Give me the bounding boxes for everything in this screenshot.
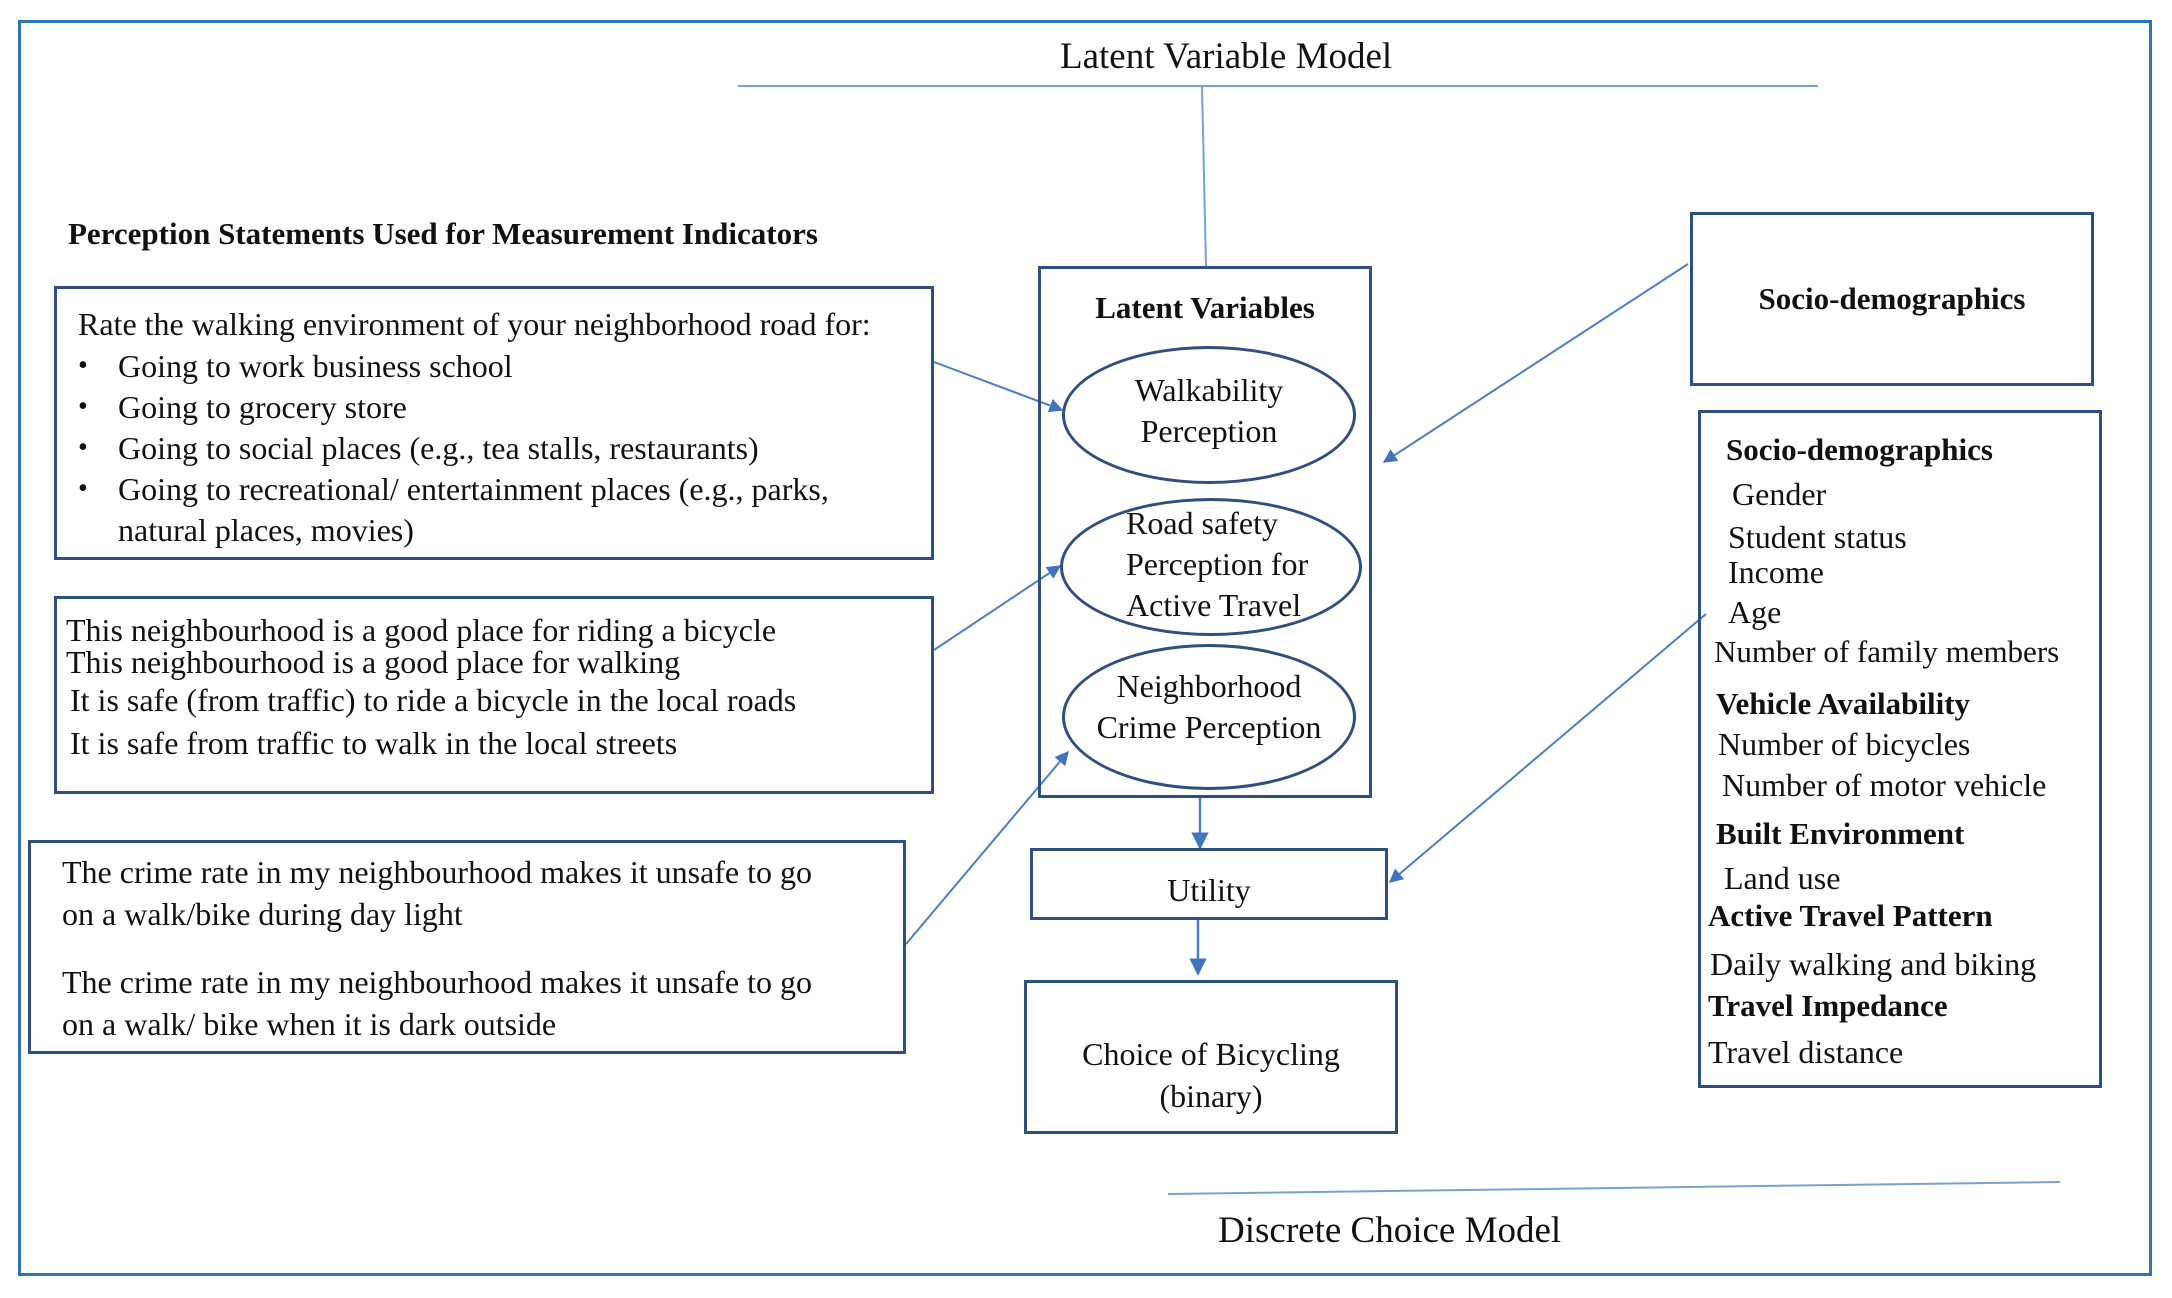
bullet: • — [78, 391, 88, 422]
perception-heading: Perception Statements Used for Measureme… — [68, 216, 818, 251]
walk-indicator-box — [54, 286, 934, 560]
safety-item: It is safe from traffic to walk in the l… — [70, 725, 678, 761]
active-heading: Active Travel Pattern — [1708, 898, 1993, 933]
utility-box — [1030, 848, 1388, 920]
latent-heading: Latent Variables — [1095, 290, 1315, 325]
arrow-socio-to-latent — [1382, 263, 1689, 463]
socio-demographics-label: Socio-demographics — [1758, 281, 2026, 316]
utility-label: Utility — [1167, 872, 1251, 908]
impedance-heading: Travel Impedance — [1708, 988, 1948, 1023]
walk-item: Going to social places (e.g., tea stalls… — [118, 430, 759, 466]
walk-item: natural places, movies) — [118, 512, 414, 548]
crime-item: The crime rate in my neighbourhood makes… — [62, 964, 813, 1000]
crime-indicator-box — [28, 840, 906, 1054]
bullet: • — [78, 432, 88, 463]
choice-box — [1024, 980, 1398, 1134]
socio-demographics-box — [1690, 212, 2094, 386]
walk-item: Going to work business school — [118, 348, 513, 384]
choice-label: Choice of Bicycling — [1082, 1036, 1340, 1072]
crime-item: The crime rate in my neighbourhood makes… — [62, 854, 813, 890]
vehicle-item: Number of motor vehicle — [1722, 767, 2047, 803]
walkability-label: Walkability — [1134, 372, 1284, 408]
socio-item: Number of family members — [1714, 634, 2060, 669]
arrow-variables-to-utility — [1388, 613, 1707, 883]
walkability-ellipse — [1062, 346, 1356, 484]
bottom-bracket-line — [1167, 1181, 2061, 1195]
safety-item: This neighbourhood is a good place for w… — [66, 644, 681, 680]
safety-indicator-box — [54, 596, 934, 794]
variables-box — [1698, 410, 2102, 1088]
walk-item: Going to recreational/ entertainment pla… — [118, 471, 829, 507]
walk-item: Going to grocery store — [118, 389, 407, 425]
bullet: • — [78, 350, 88, 381]
vehicle-heading: Vehicle Availability — [1716, 686, 1971, 721]
socio-item: Student status — [1728, 519, 1907, 555]
choice-label: (binary) — [1159, 1078, 1263, 1114]
vehicle-item: Number of bicycles — [1718, 726, 1971, 762]
outer-frame — [18, 20, 2152, 1276]
crime-item: on a walk/bike during day light — [62, 896, 463, 932]
bullet: • — [78, 473, 88, 504]
impedance-item: Travel distance — [1708, 1034, 1904, 1070]
crime-perception-label: Crime Perception — [1096, 709, 1322, 745]
socio-item: Income — [1728, 554, 1824, 590]
crime-perception-ellipse — [1062, 644, 1356, 790]
bottom-title: Discrete Choice Model — [1218, 1210, 1562, 1251]
walk-intro: Rate the walking environment of your nei… — [78, 306, 871, 342]
safety-item: It is safe (from traffic) to ride a bicy… — [70, 682, 797, 718]
socio-item: Gender — [1732, 476, 1827, 512]
road-safety-label: Road safety — [1126, 505, 1278, 541]
top-bracket-stem — [1201, 85, 1207, 267]
road-safety-label: Perception for — [1126, 546, 1309, 582]
socio-item: Age — [1728, 594, 1782, 630]
top-title: Latent Variable Model — [1060, 36, 1393, 77]
active-item: Daily walking and biking — [1710, 946, 2037, 982]
road-safety-label: Active Travel — [1126, 587, 1302, 623]
crime-perception-label: Neighborhood — [1116, 668, 1302, 704]
latent-variables-box — [1038, 266, 1372, 798]
built-heading: Built Environment — [1716, 816, 1965, 851]
safety-item: This neighbourhood is a good place for r… — [66, 612, 777, 648]
walkability-label: Perception — [1140, 413, 1278, 449]
built-item: Land use — [1724, 860, 1841, 896]
road-safety-ellipse — [1060, 498, 1362, 636]
socio-heading: Socio-demographics — [1726, 432, 1993, 467]
arrow-crime-to-crime-perception — [905, 750, 1069, 945]
crime-item: on a walk/ bike when it is dark outside — [62, 1006, 557, 1042]
